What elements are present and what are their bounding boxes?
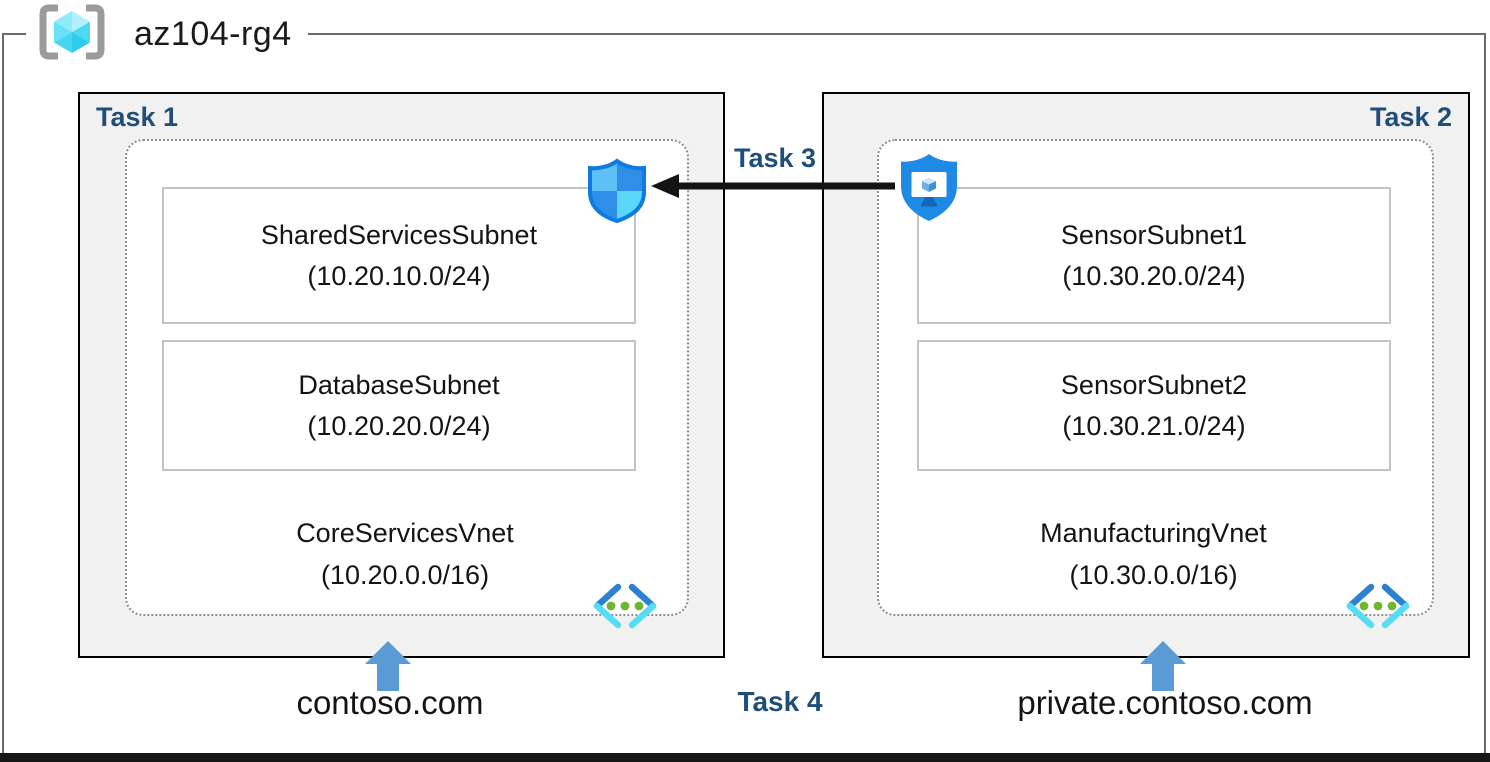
- subnet-name: SensorSubnet1: [1060, 219, 1248, 250]
- task3-left-arrow: [650, 171, 898, 201]
- resource-group-legend: az104-rg4: [26, 3, 308, 65]
- vnet2-label: ManufacturingVnet (10.30.0.0/16): [877, 512, 1430, 596]
- subnet-box-shared-services: SharedServicesSubnet (10.20.10.0/24): [162, 187, 636, 324]
- subnet-cidr: (10.30.21.0/24): [1062, 410, 1246, 441]
- vnet-cidr: (10.30.0.0/16): [1069, 560, 1238, 590]
- task4-label: Task 4: [737, 686, 823, 717]
- task1-box: Task 1 SharedServicesSubnet (10.20.10.0/…: [78, 92, 725, 658]
- task1-label: Task 1: [96, 102, 179, 132]
- resource-group-name: az104-rg4: [134, 14, 292, 53]
- subnet-name: SensorSubnet2: [1060, 369, 1248, 400]
- subnet-box-database: DatabaseSubnet (10.20.20.0/24): [162, 340, 636, 471]
- resource-group-frame: [2, 33, 1486, 754]
- vnet-cidr: (10.20.0.0/16): [320, 560, 490, 590]
- virtual-network-icon: [591, 583, 659, 629]
- vnet1-label: CoreServicesVnet (10.20.0.0/16): [125, 512, 685, 596]
- task3-label: Task 3: [733, 143, 817, 173]
- subnet-cidr: (10.20.20.0/24): [307, 410, 491, 441]
- network-security-group-shield-icon: [583, 158, 651, 224]
- vnet-name: CoreServicesVnet: [296, 518, 514, 548]
- up-arrow-icon: [1139, 641, 1187, 691]
- task2-box: Task 2 SensorSubnet1 (10.30.20.0/24) Sen…: [822, 92, 1470, 658]
- bastion-shield-icon: [896, 152, 962, 224]
- subnet-cidr: (10.20.10.0/24): [307, 260, 491, 291]
- virtual-network-icon: [1344, 583, 1412, 629]
- task2-label: Task 2: [1369, 102, 1452, 132]
- subnet-name: SharedServicesSubnet: [260, 219, 538, 250]
- frame-bottom-border: [0, 753, 1490, 762]
- vnet-name: ManufacturingVnet: [1040, 518, 1267, 548]
- resource-group-icon: [36, 3, 108, 66]
- subnet-box-sensor2: SensorSubnet2 (10.30.21.0/24): [917, 340, 1391, 471]
- subnet-box-sensor1: SensorSubnet1 (10.30.20.0/24): [917, 187, 1391, 324]
- subnet-name: DatabaseSubnet: [298, 369, 500, 400]
- subnet-cidr: (10.30.20.0/24): [1062, 260, 1246, 291]
- up-arrow-icon: [364, 641, 412, 691]
